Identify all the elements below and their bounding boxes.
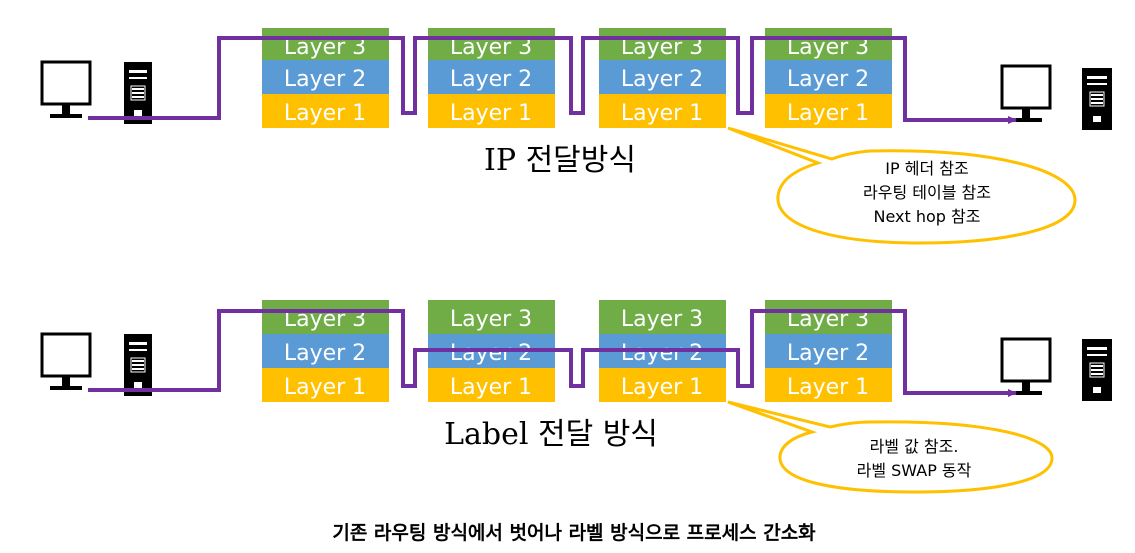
callout-text: 라벨 SWAP 동작 xyxy=(857,461,972,480)
callout-text: 라우팅 테이블 참조 xyxy=(863,183,991,202)
packet-path xyxy=(88,309,1017,397)
ip-section: Layer 3 Layer 2 Layer 1 Layer 3 Layer 2 … xyxy=(40,28,1112,245)
layer-stack: Layer 3 Layer 2 Layer 1 xyxy=(765,300,892,402)
callout-bubble xyxy=(727,400,1054,494)
layer-label: Layer 1 xyxy=(284,375,366,400)
layer-label: Layer 3 xyxy=(450,307,532,332)
layer-label: Layer 3 xyxy=(621,307,703,332)
layer-label: Layer 2 xyxy=(787,67,869,92)
section-title: IP 전달방식 xyxy=(484,143,636,178)
layer-label: Layer 2 xyxy=(284,341,366,366)
callout-bubble xyxy=(727,126,1077,245)
layer-stack: Layer 3 Layer 2 Layer 1 xyxy=(428,28,555,128)
layer-label: Layer 2 xyxy=(621,67,703,92)
computer-icon xyxy=(1000,64,1112,130)
layer-label: Layer 1 xyxy=(450,101,532,126)
layer-label: Layer 2 xyxy=(450,341,532,366)
layer-stack: Layer 3 Layer 2 Layer 1 xyxy=(765,28,892,128)
callout-text: IP 헤더 참조 xyxy=(885,159,968,178)
computer-icon xyxy=(1000,337,1112,401)
section-title: Label 전달 방식 xyxy=(444,417,658,452)
computer-icon xyxy=(40,60,152,124)
layer-label: Layer 1 xyxy=(284,101,366,126)
layer-label: Layer 1 xyxy=(787,101,869,126)
layer-label: Layer 1 xyxy=(450,375,532,400)
layer-stack: Layer 3 Layer 2 Layer 1 xyxy=(262,28,389,128)
layer-label: Layer 1 xyxy=(787,375,869,400)
label-section: Layer 3 Layer 2 Layer 1 Layer 3 Layer 2 … xyxy=(40,300,1112,494)
layer-stack: Layer 3 Layer 2 Layer 1 xyxy=(599,28,726,128)
layer-label: Layer 2 xyxy=(284,67,366,92)
layer-label: Layer 2 xyxy=(450,67,532,92)
packet-path xyxy=(88,36,1017,124)
footer-caption: 기존 라우팅 방식에서 벗어나 라벨 방식으로 프로세스 간소화 xyxy=(332,522,816,544)
layer-stack: Layer 3 Layer 2 Layer 1 xyxy=(428,300,555,402)
callout-text: 라벨 값 참조. xyxy=(870,437,959,456)
layer-label: Layer 2 xyxy=(787,341,869,366)
callout-text: Next hop 참조 xyxy=(874,207,981,226)
layer-label: Layer 1 xyxy=(621,101,703,126)
layer-label: Layer 2 xyxy=(621,341,703,366)
computer-icon xyxy=(40,332,152,396)
layer-stack: Layer 3 Layer 2 Layer 1 xyxy=(262,300,389,402)
layer-label: Layer 1 xyxy=(621,375,703,400)
